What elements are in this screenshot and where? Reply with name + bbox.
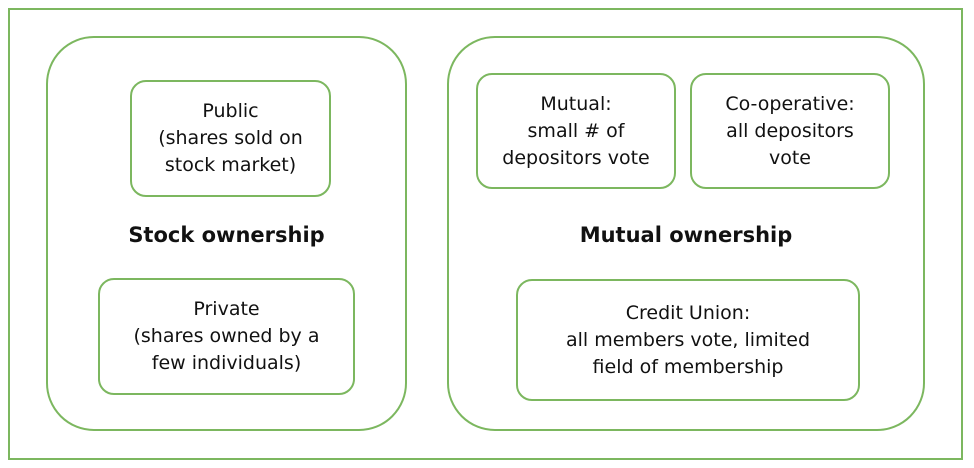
public-line-2: (shares sold on xyxy=(158,127,303,149)
private-line-3: few individuals) xyxy=(151,352,302,374)
mutual-line-2: small # of xyxy=(527,119,625,142)
cooperative-line-3: vote xyxy=(768,146,811,169)
public-line-1: Public xyxy=(202,100,259,122)
cooperative-line-1: Co-operative: xyxy=(725,92,855,115)
cooperative-line-2: all depositors xyxy=(726,119,854,142)
stock-ownership-group: Stock ownership xyxy=(46,36,407,431)
credit-union-line-3: field of membership xyxy=(592,355,784,378)
mutual-line-3: depositors vote xyxy=(502,146,650,169)
mutual-ownership-title: Mutual ownership xyxy=(579,223,793,247)
private-line-1: Private xyxy=(193,298,260,320)
diagram-frame xyxy=(8,8,963,460)
private-box: Private (shares owned by a few individua… xyxy=(98,278,355,395)
public-box: Public (shares sold on stock market) xyxy=(130,80,331,197)
public-line-3: stock market) xyxy=(164,154,297,176)
credit-union-line-2: all members vote, limited xyxy=(565,328,811,351)
mutual-box: Mutual: small # of depositors vote xyxy=(476,73,676,189)
stock-ownership-title: Stock ownership xyxy=(128,223,325,247)
mutual-ownership-group: Mutual ownership xyxy=(447,36,925,431)
private-line-2: (shares owned by a xyxy=(133,325,320,347)
credit-union-box: Credit Union: all members vote, limited … xyxy=(516,279,860,401)
credit-union-line-1: Credit Union: xyxy=(625,301,751,324)
mutual-line-1: Mutual: xyxy=(540,92,612,115)
cooperative-box: Co-operative: all depositors vote xyxy=(690,73,890,189)
